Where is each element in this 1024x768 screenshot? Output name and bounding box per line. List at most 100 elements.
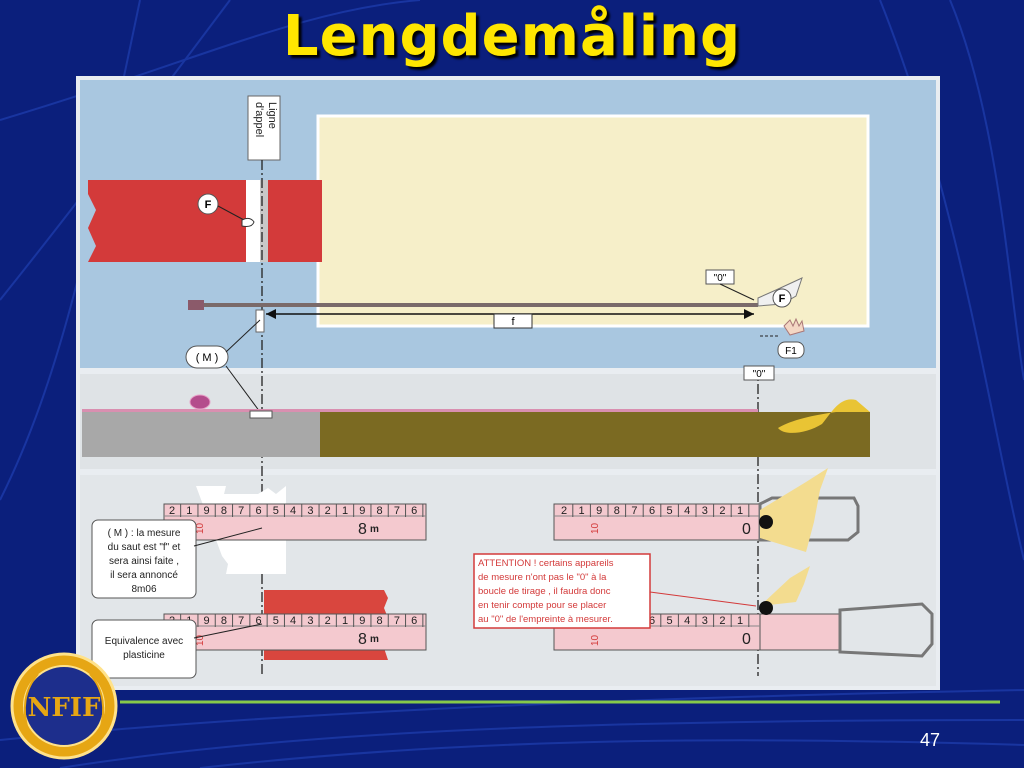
note-line: plasticine <box>123 650 165 661</box>
tape-left-eight-2: 8 <box>358 631 367 648</box>
tape-digit: 8 <box>377 615 383 627</box>
sand-imprint <box>758 399 870 433</box>
tape-reel-icon <box>188 300 204 310</box>
tape-digit: 4 <box>290 615 296 627</box>
page-title: Lengdemåling <box>282 4 742 69</box>
runway-plasticine <box>260 180 322 262</box>
note-plasticine-box <box>91 619 197 679</box>
tape-digit: 6 <box>255 615 261 627</box>
runway <box>88 180 246 262</box>
tape-right-zero-2: 0 <box>742 631 751 648</box>
slide-number: 47 <box>919 730 940 750</box>
tape-digit: 2 <box>169 505 175 517</box>
note-line: de mesure n'ont pas le "0" à la <box>478 572 607 583</box>
foot-label-pit: F <box>779 293 786 305</box>
note-line: sera ainsi faite , <box>109 556 179 567</box>
tape-digit: 7 <box>238 615 244 627</box>
hand-icon <box>783 317 805 336</box>
tape-left-eight: 8 <box>358 521 367 538</box>
zero-label-side: "0" <box>753 369 766 380</box>
tape-digit: 3 <box>307 615 313 627</box>
tape-digit: 1 <box>342 615 348 627</box>
tape-digit: 3 <box>702 505 708 517</box>
f1-label: F1 <box>785 346 797 357</box>
zero-label-top: "0" <box>714 273 727 284</box>
tape-digit: 2 <box>561 505 567 517</box>
tape-digit: 7 <box>631 505 637 517</box>
tape-digit: 4 <box>290 505 296 517</box>
takeoff-line-label: Ligne <box>266 102 278 129</box>
tape-digit: 9 <box>359 615 365 627</box>
tape-digit: 6 <box>649 505 655 517</box>
tape-digit: 9 <box>204 505 210 517</box>
tape-digit: 3 <box>702 615 708 627</box>
tape-digit: 7 <box>394 615 400 627</box>
note-line: en tenir compte pour se placer <box>478 600 606 611</box>
foot-label: F <box>205 199 212 211</box>
tape-digit: 9 <box>596 505 602 517</box>
sand-wedge-bottom <box>760 566 810 606</box>
tape-digit: 1 <box>186 505 192 517</box>
note-line: il sera annoncé <box>110 570 178 581</box>
tape-digit: 4 <box>684 505 690 517</box>
tape-left-ten-2: 10 <box>195 634 206 646</box>
pit-earth <box>320 412 870 457</box>
attention-note <box>473 553 651 629</box>
note-line: Equivalence avec <box>105 636 183 647</box>
tape-digit: 8 <box>614 505 620 517</box>
note-line: du saut est "f" et <box>108 542 181 553</box>
tape-digit: 5 <box>667 505 673 517</box>
takeoff-line-label-2: d'appel <box>253 102 265 137</box>
reel-side-icon <box>189 394 211 410</box>
f-label: f <box>511 316 515 328</box>
tape-digit: 5 <box>273 615 279 627</box>
tape-digit: 2 <box>719 615 725 627</box>
tape-digit: 6 <box>411 615 417 627</box>
tape-digit: 6 <box>411 505 417 517</box>
tape-digit: 5 <box>273 505 279 517</box>
tape-digit: 2 <box>719 505 725 517</box>
note-line: au "0" de l'empreinte à mesurer. <box>478 614 613 625</box>
pull-loop-bottom <box>838 602 934 658</box>
tape-side <box>82 409 758 412</box>
tape-right-ten: 10 <box>590 522 601 534</box>
tape-digit: 1 <box>737 615 743 627</box>
nfif-logo: NFIF <box>10 652 118 760</box>
tape-digit: 8 <box>221 505 227 517</box>
note-line: ATTENTION ! certains appareils <box>478 558 614 569</box>
tape-digit: 1 <box>579 505 585 517</box>
tape-left-ten: 10 <box>195 522 206 534</box>
tape-top <box>204 303 758 307</box>
tape-right-zero: 0 <box>742 521 751 538</box>
tape-digit: 3 <box>307 505 313 517</box>
tape-digit: 4 <box>684 615 690 627</box>
tape-digit: 1 <box>342 505 348 517</box>
tape-digit: 9 <box>204 615 210 627</box>
note-m-box <box>91 519 197 599</box>
tape-right-ten-2: 10 <box>590 634 601 646</box>
tape-digit: 5 <box>667 615 673 627</box>
note-line: boucle de tirage , il faudra donc <box>478 586 611 597</box>
m-label: ( M ) <box>196 352 219 364</box>
runway-side <box>82 412 320 457</box>
tape-digit: 1 <box>737 505 743 517</box>
tape-left-m-2: m <box>370 634 379 645</box>
tape-left-m: m <box>370 524 379 535</box>
tape-digit: 9 <box>359 505 365 517</box>
tape-digit: 8 <box>377 505 383 517</box>
tape-digit: 6 <box>255 505 261 517</box>
tape-digit: 7 <box>238 505 244 517</box>
logo-text: NFIF <box>28 693 101 723</box>
note-line: 8m06 <box>131 584 156 595</box>
tape-digit: 8 <box>221 615 227 627</box>
tape-digit: 2 <box>325 615 331 627</box>
tape-digit: 6 <box>649 615 655 627</box>
sand-wedge-top <box>760 468 828 552</box>
note-line: ( M ) : la mesure <box>108 528 181 539</box>
tape-digit: 2 <box>325 505 331 517</box>
tape-digit: 7 <box>394 505 400 517</box>
